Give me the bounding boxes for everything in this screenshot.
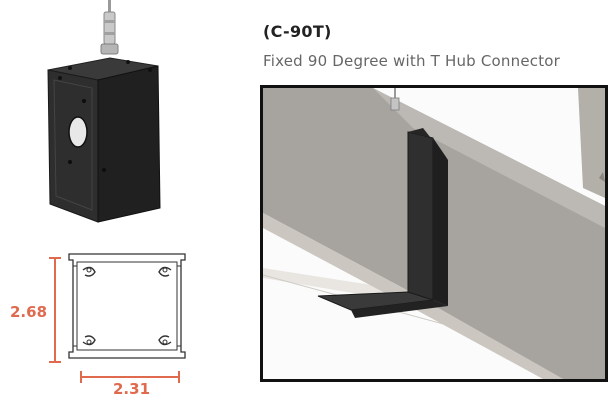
suspension-cable <box>108 0 111 14</box>
connector-render <box>47 0 161 223</box>
profile-outline <box>68 253 186 359</box>
product-description: Fixed 90 Degree with T Hub Connector <box>263 52 561 70</box>
width-dimension-label: 2.31 <box>113 380 151 398</box>
height-dimension-label: 2.68 <box>10 303 48 321</box>
cable-gripper <box>103 11 116 45</box>
screw-hole <box>126 60 130 64</box>
screw-hole <box>148 68 152 72</box>
profile-cross-section <box>49 253 186 383</box>
installation-scene <box>260 85 608 382</box>
screw-hole <box>68 160 72 164</box>
screw-hole <box>68 66 72 70</box>
wire-hole <box>68 116 88 148</box>
screw-hole <box>82 99 86 103</box>
screw-hole <box>102 168 106 172</box>
product-code: (C-90T) <box>263 22 332 41</box>
installation-render <box>263 88 605 379</box>
connector-side-face <box>97 65 161 223</box>
screw-hole <box>58 76 62 80</box>
t-hub-connector <box>407 131 434 301</box>
